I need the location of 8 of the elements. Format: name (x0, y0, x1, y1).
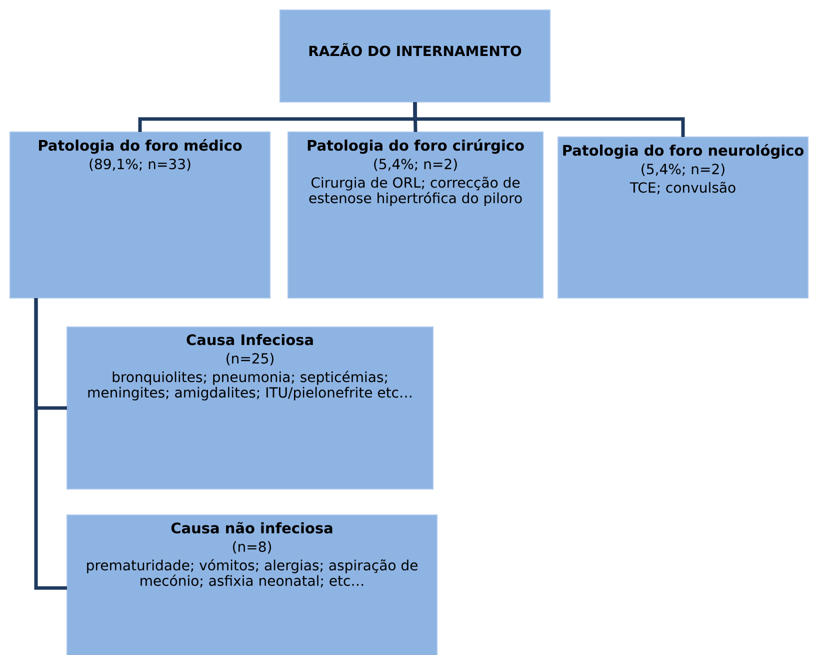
category-box: Causa Infeciosa (n=25) bronquiolites; pneumonia; septicémias; meningites; amigdalites; ITU/pielonefrite etc… (66, 326, 434, 490)
category-box: Patologia do foro médico (89,1%; n=33) (10, 132, 270, 298)
connector-line (34, 298, 67, 590)
category-box: Patologia do foro neurológico (5,4%; n=2) TCE; convulsão (558, 136, 808, 298)
title-box: RAZÃO DO INTERNAMENTO (280, 10, 550, 102)
category-box: Causa não infeciosa (n=8) prematuridade; vómitos; alergias; aspiração de mecónio; asfixia neonatal; etc… (66, 514, 438, 655)
category-box: Patologia do foro cirúrgico (5,4%; n=2) Cirurgia de ORL; correcção de estenose hipertrófica do piloro (288, 132, 544, 298)
connector-line (413, 102, 685, 137)
